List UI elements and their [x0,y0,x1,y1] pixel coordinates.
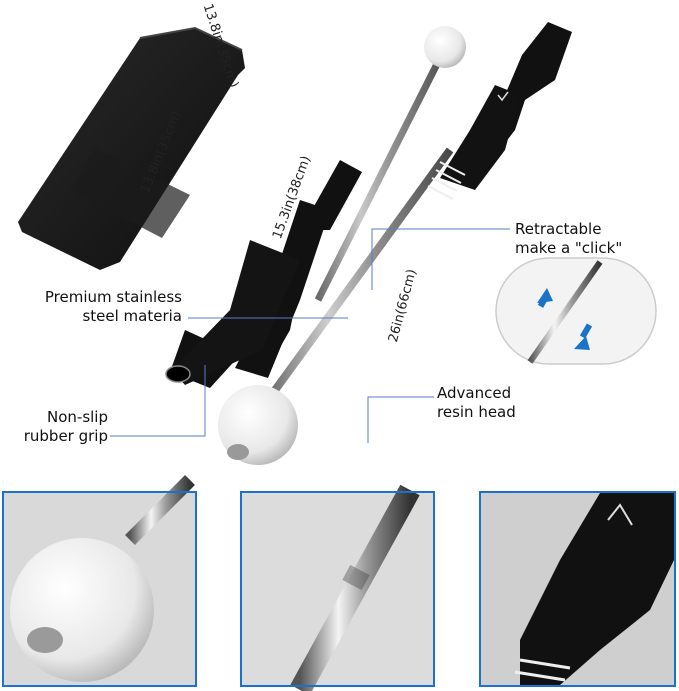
detail-panel-joint [240,491,435,687]
grip-callout-line2: rubber grip [23,427,108,445]
retractable-callout-line2: make a "click" [515,239,623,257]
steel-callout: Premium stainless steel materia [22,288,182,326]
head-callout-line1: Advanced [437,384,512,402]
elastic-band-image [18,26,245,270]
steel-callout-line1: Premium stainless [44,288,182,306]
retractable-callout: Retractable make a "click" [515,220,622,258]
short-trainer-stick-image [165,26,466,388]
grip-callout: Non-slip rubber grip [12,408,108,446]
long-trainer-stick-image [218,22,572,465]
panel-grip-image [481,493,674,685]
steel-callout-line2: steel materia [82,307,182,325]
panel-joint-image [242,484,433,691]
grip-callout-line1: Non-slip [47,408,108,426]
retractable-detail-image [495,257,657,365]
head-callout: Advanced resin head [437,384,516,422]
retractable-callout-line1: Retractable [515,220,602,238]
callout-lines [110,228,510,443]
panel-ball-image [4,475,195,685]
head-callout-line2: resin head [437,403,516,421]
detail-panel-grip [479,491,676,687]
detail-panel-ball [2,491,197,687]
